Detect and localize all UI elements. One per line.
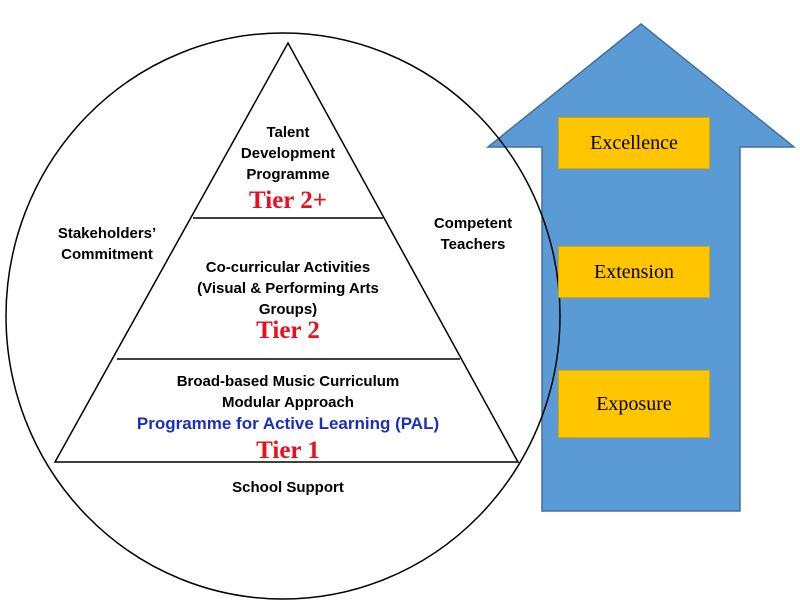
tier2-tier: Tier 2 bbox=[256, 317, 320, 344]
tier2plus-line-3: Programme bbox=[246, 166, 330, 183]
tier2-label: Co-curricular Activities (Visual & Perfo… bbox=[158, 257, 418, 320]
stakeholders-label: Stakeholders’ Commitment bbox=[42, 223, 172, 265]
pyramid-triangle bbox=[53, 41, 520, 463]
extension-box: Extension bbox=[558, 246, 710, 298]
tier1-pal: Programme for Active Learning (PAL) bbox=[136, 414, 440, 433]
stakeholders-line-2: Commitment bbox=[61, 246, 153, 263]
tier1-line-1: Broad-based Music Curriculum bbox=[176, 373, 400, 390]
tier2-line-3: Groups) bbox=[258, 301, 318, 318]
tier2plus-label: Talent Development Programme bbox=[228, 122, 348, 185]
tier2plus-line-1: Talent bbox=[266, 124, 310, 141]
exposure-box: Exposure bbox=[558, 370, 710, 438]
tier1-line-2: Modular Approach bbox=[222, 394, 354, 411]
competent-teachers-label: Competent Teachers bbox=[418, 213, 528, 255]
competent-teachers-line-2: Teachers bbox=[440, 236, 506, 253]
competent-teachers-line-1: Competent bbox=[433, 215, 513, 232]
stakeholders-line-1: Stakeholders’ bbox=[57, 225, 157, 242]
tier2-line-2: (Visual & Performing Arts bbox=[197, 280, 379, 297]
tier1-label: Broad-based Music Curriculum Modular App… bbox=[148, 371, 428, 413]
tier1-tier: Tier 1 bbox=[256, 437, 320, 464]
tier2plus-tier: Tier 2+ bbox=[249, 187, 327, 214]
school-support-label: School Support bbox=[232, 479, 344, 496]
tier2plus-line-2: Development bbox=[240, 145, 336, 162]
excellence-box: Excellence bbox=[558, 117, 710, 169]
tier2-line-1: Co-curricular Activities bbox=[205, 259, 371, 276]
support-circle bbox=[5, 32, 561, 600]
